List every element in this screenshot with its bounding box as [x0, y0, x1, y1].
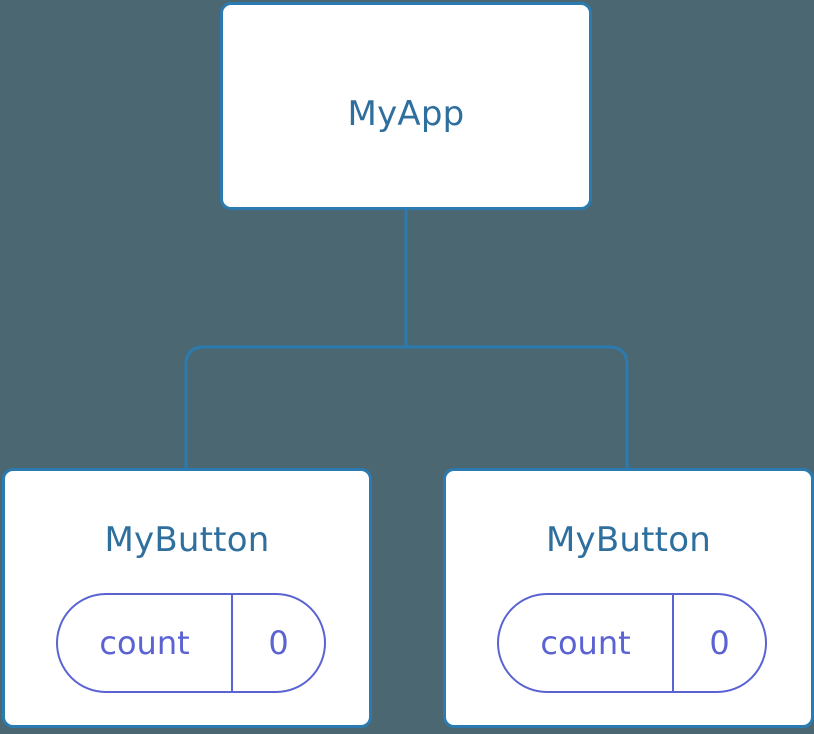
- node-mybutton-0-state-value: 0: [268, 624, 289, 662]
- node-mybutton-1-state-pill[interactable]: count 0: [497, 593, 767, 693]
- node-mybutton-1-state-key: count: [499, 595, 674, 691]
- node-myapp-title: MyApp: [347, 94, 465, 134]
- node-mybutton-0-state-pill[interactable]: count 0: [56, 593, 326, 693]
- node-mybutton-1-state-value: 0: [709, 624, 730, 662]
- edge-to-mybutton-0: [184, 345, 406, 470]
- node-mybutton-1-title: MyButton: [546, 520, 711, 560]
- edge-to-mybutton-1: [406, 345, 629, 470]
- node-mybutton-0[interactable]: MyButton count 0: [2, 468, 372, 728]
- node-mybutton-1[interactable]: MyButton count 0: [443, 468, 814, 728]
- node-mybutton-0-title: MyButton: [104, 520, 270, 560]
- node-myapp[interactable]: MyApp: [220, 2, 592, 210]
- node-mybutton-0-state-key: count: [58, 595, 233, 691]
